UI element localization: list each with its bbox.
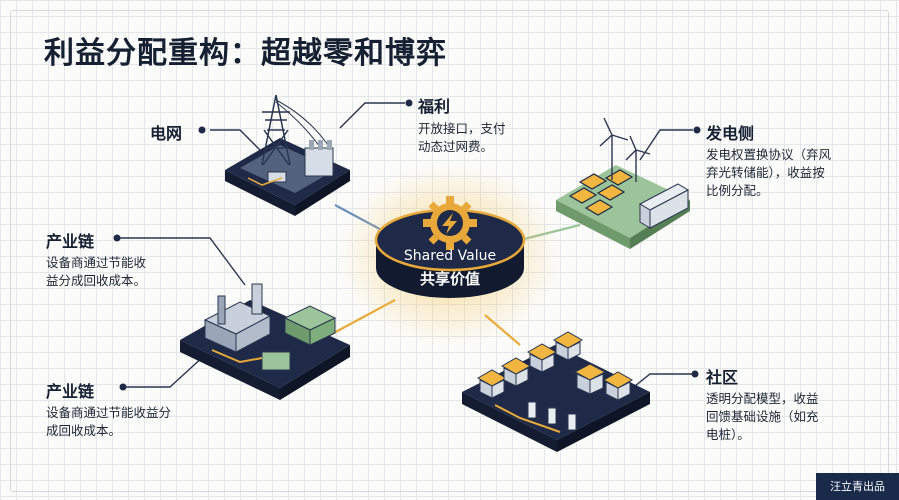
transformer-icon	[305, 140, 333, 176]
generation-platform	[556, 118, 690, 249]
label-generation-body: 发电权置换协议（弃风 弃光转储能），收益按 比例分配。	[706, 146, 831, 200]
gear-lightning-icon	[423, 196, 477, 250]
label-industry-top-head: 产业链	[46, 228, 94, 252]
label-welfare-head: 福利	[418, 93, 450, 117]
author-badge: 汪立青出品	[816, 473, 899, 500]
label-grid-head: 电网	[150, 120, 182, 144]
label-welfare-body: 开放接口，支付 动态过网费。	[418, 120, 506, 156]
label-community-head: 社区	[706, 364, 738, 388]
hub-title-zh: 共享价值	[390, 268, 510, 289]
label-industry-top-body: 设备商通过节能收 益分成回收成本。	[46, 254, 146, 290]
label-generation-head: 发电侧	[706, 120, 754, 144]
label-community-body: 透明分配模型，收益 回馈基础设施（如充 电桩）。	[706, 390, 819, 444]
grid-platform	[225, 95, 350, 216]
hub-title-en: Shared Value	[390, 248, 510, 264]
community-platform	[462, 332, 650, 452]
industry-platform	[180, 284, 350, 400]
label-industry-bottom-body: 设备商通过节能收益分 成回收成本。	[46, 404, 171, 440]
label-industry-bottom-head: 产业链	[46, 378, 94, 402]
